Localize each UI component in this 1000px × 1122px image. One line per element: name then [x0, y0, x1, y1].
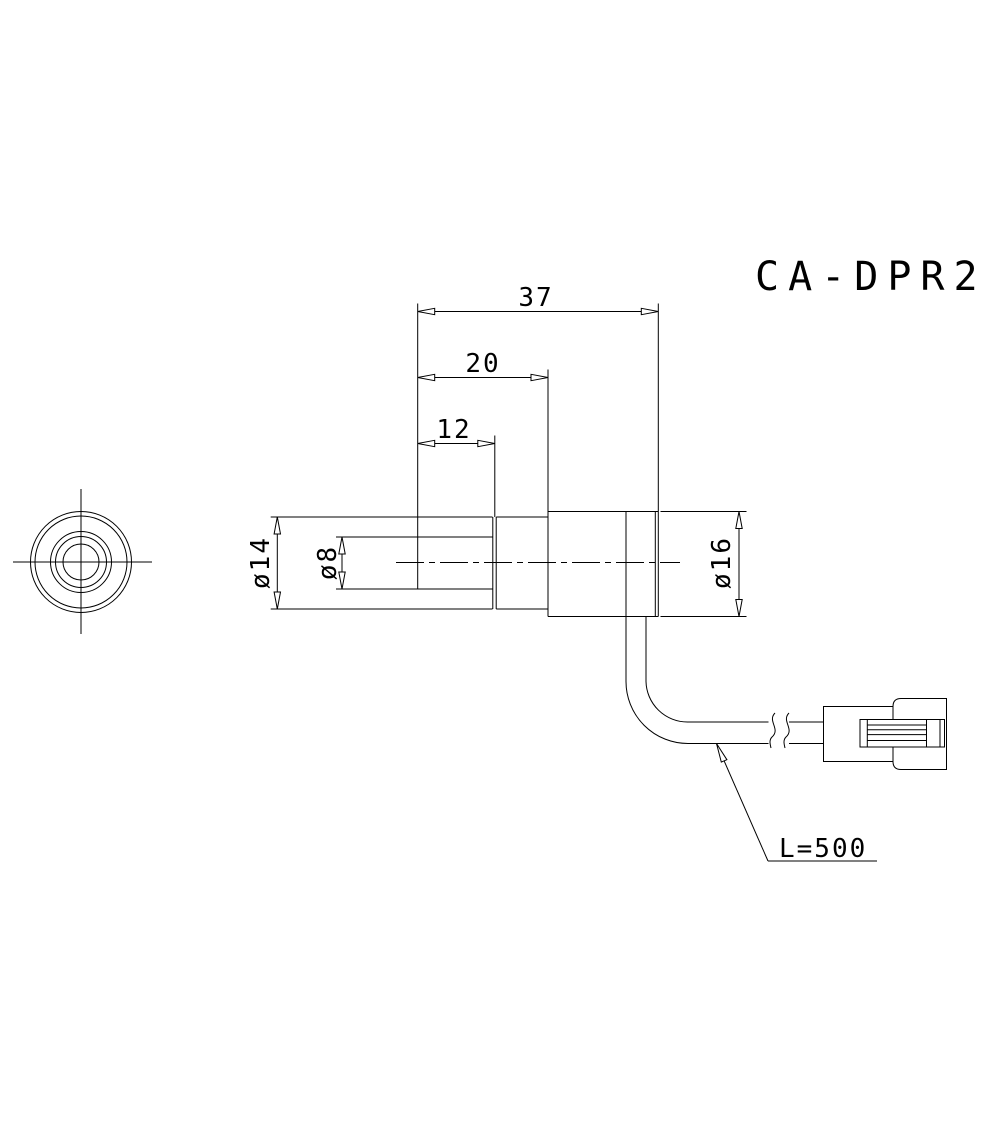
- connector: [823, 698, 947, 770]
- dimension-value-dia16: ø16: [707, 536, 737, 589]
- arrowhead-up: [735, 511, 743, 529]
- front-view-circle-body-od: [30, 511, 132, 613]
- front-view-circle-bore: [62, 543, 100, 581]
- dimension-stud-length: 12: [417, 415, 496, 517]
- dimension-total-length: 37: [417, 283, 659, 512]
- dimension-value-37: 37: [518, 283, 553, 313]
- dimension-value-dia14: ø14: [246, 536, 276, 589]
- arrowhead-left: [417, 373, 436, 382]
- cable-outer-edge: [625, 616, 769, 744]
- arrowhead-left: [417, 439, 436, 448]
- arrowhead-left: [417, 307, 436, 316]
- arrowhead-right: [640, 307, 659, 316]
- front-view-circle-stud-od: [55, 536, 107, 588]
- front-view: [13, 489, 152, 634]
- dimension-value-12: 12: [436, 415, 471, 445]
- arrowhead-down: [338, 571, 346, 590]
- dimension-body-diameter: ø16: [660, 511, 747, 617]
- cable: [625, 616, 824, 749]
- arrowhead-up: [273, 516, 282, 535]
- arrowhead-down: [735, 599, 743, 617]
- front-view-circle-stud-chamfer: [50, 531, 112, 593]
- dimension-collar-diameter: ø14: [246, 516, 493, 610]
- cable-length-callout: L=500: [716, 743, 877, 864]
- arrowhead-right: [477, 439, 495, 448]
- arrowhead-up: [338, 536, 346, 555]
- connector-contact-block: [859, 719, 945, 748]
- dimension-value-dia8: ø8: [313, 545, 343, 580]
- arrowhead-down: [273, 591, 282, 610]
- cable-break-mark-right: [783, 712, 790, 749]
- leader-line: [716, 743, 769, 862]
- cable-break-mark-left: [769, 712, 776, 749]
- drawing-title: CA-DPR2: [755, 254, 987, 300]
- arrowhead-right: [530, 373, 549, 382]
- cable-length-label: L=500: [779, 834, 867, 864]
- front-view-circle-collar-od: [34, 515, 128, 609]
- dimension-stud-diameter: ø8: [313, 536, 346, 590]
- dimension-value-20: 20: [465, 349, 500, 379]
- dimension-body-length: 20: [417, 349, 549, 512]
- cable-inner-edge: [645, 616, 769, 723]
- leader-arrowhead: [716, 743, 728, 763]
- side-view: [336, 303, 680, 617]
